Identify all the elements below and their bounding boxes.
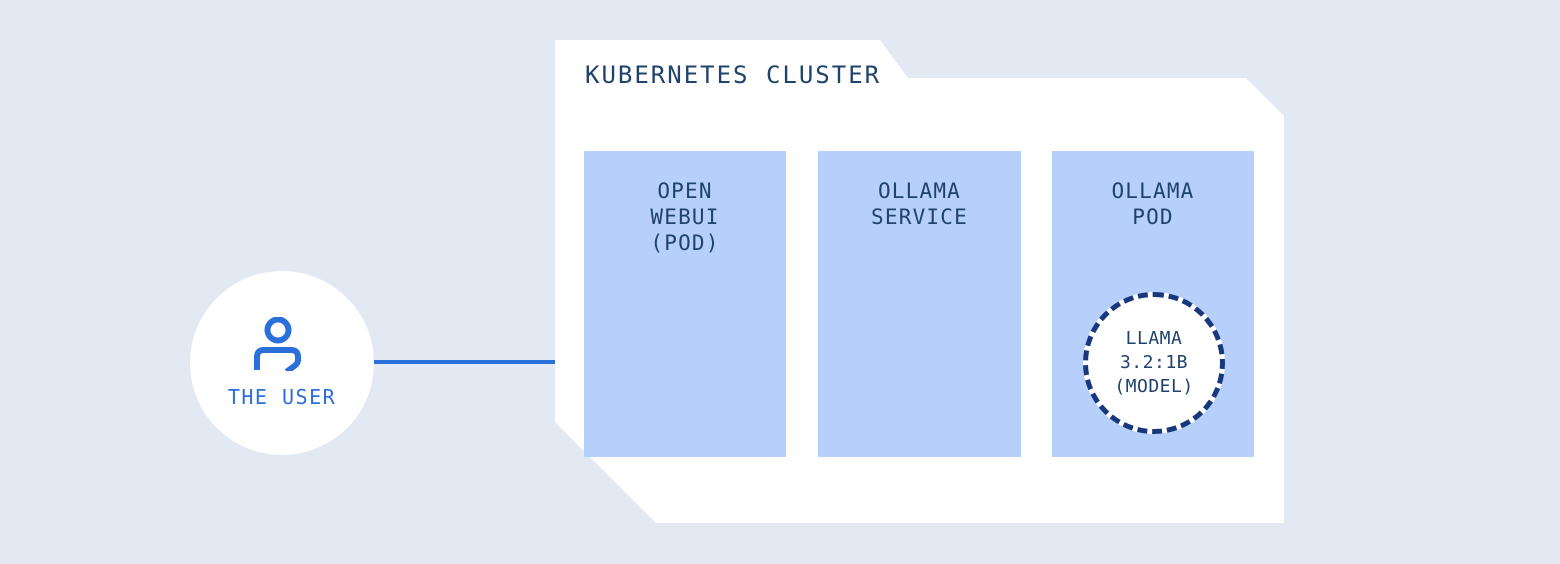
box-ollama-pod-label: OLLAMA POD <box>1111 179 1195 229</box>
user-node[interactable]: THE USER <box>190 271 374 455</box>
llama-model-label: LLAMA 3.2:1B (MODEL) <box>1114 328 1194 397</box>
person-icon <box>254 317 301 371</box>
user-label: THE USER <box>227 385 337 409</box>
connector-user-to-cluster <box>374 360 556 364</box>
llama-model-node[interactable]: LLAMA 3.2:1B (MODEL) <box>1083 292 1225 434</box>
box-open-webui-label: OPEN WEBUI (POD) <box>650 179 720 255</box>
box-open-webui[interactable]: OPEN WEBUI (POD) <box>584 151 786 457</box>
box-ollama-service[interactable]: OLLAMA SERVICE <box>818 151 1021 457</box>
cluster-title: KUBERNETES CLUSTER <box>585 61 882 89</box>
box-ollama-service-label: OLLAMA SERVICE <box>871 179 968 229</box>
